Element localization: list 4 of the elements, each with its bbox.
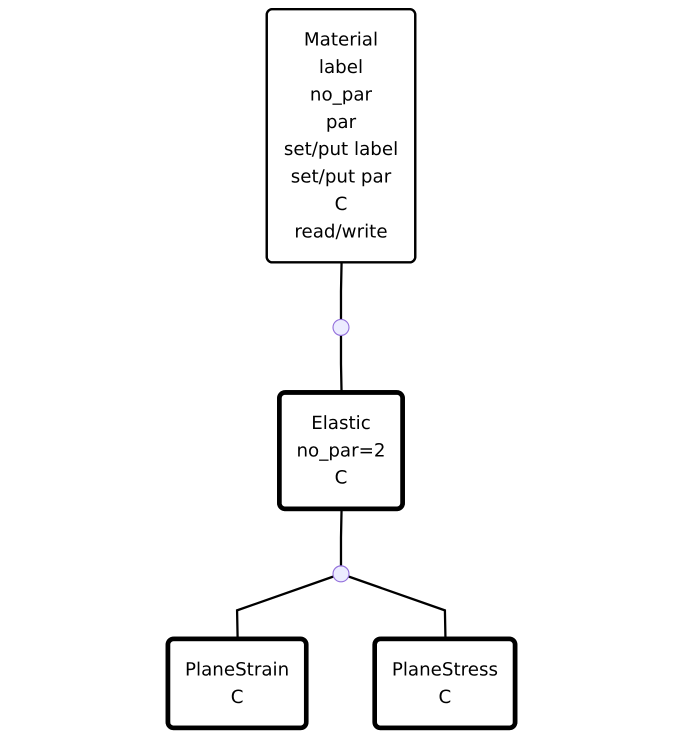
connector: [340, 262, 343, 320]
node-semicircle: [332, 565, 350, 582]
node-semicircle: [332, 318, 350, 336]
connector: [340, 509, 343, 566]
